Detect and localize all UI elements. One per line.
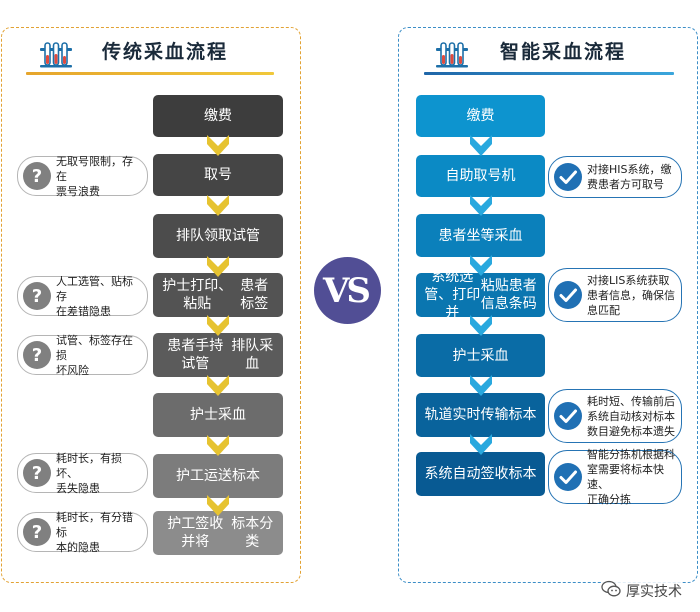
flow-arrow-icon [469,375,493,401]
test-tube-rack-icon [38,41,74,73]
svg-text:?: ? [32,286,42,307]
smart-process-panel [398,27,698,583]
test-tube-rack-icon [434,41,470,73]
right-note-smart-sorter: 智能分拣机根据科 室需要将标本快速、 正确分拣 [548,448,682,506]
right-note-fast-transport: 耗时短、传输前后 系统自动核对标本 数目避免标本遗失 [548,389,682,443]
flow-arrow-icon [469,195,493,221]
smart-process-title: 智能采血流程 [500,41,627,63]
left-note-sorting-error: ? 耗时长，有分错标 本的隐患 [17,511,148,554]
flow-arrow-icon [469,315,493,341]
left-note-number-waste: ? 无取号限制，存在 票号浪费 [17,155,148,198]
title-underline [424,72,674,75]
svg-text:?: ? [32,166,42,187]
wechat-icon [601,580,621,602]
left-step-queue-with-tubes: 患者手持试管 排队采血 [153,333,283,377]
question-icon: ? [22,517,52,547]
flow-arrow-icon [469,255,493,281]
right-step-auto-barcode: 系统选管、打印并 粘贴患者信息条码 [416,269,545,321]
vs-badge: VS [314,257,381,324]
title-underline [26,72,274,75]
traditional-process-title: 传统采血流程 [102,41,229,63]
flow-arrow-icon [206,495,230,521]
right-step-auto-receive: 系统自动签收标本 [416,452,545,496]
question-icon: ? [22,161,52,191]
flow-arrow-icon [206,435,230,461]
flow-arrow-icon [206,195,230,221]
left-note-loss-risk: ? 耗时长，有损坏、 丢失隐患 [17,452,148,495]
right-note-lis-integration: 对接LIS系统获取 患者信息，确保信 息匹配 [548,268,682,322]
svg-text:?: ? [32,463,42,484]
left-step-transport-samples: 护工运送标本 [153,454,283,498]
watermark: 厚实技术 [601,580,682,602]
left-step-queue-for-tubes: 排队领取试管 [153,214,283,258]
flow-arrow-icon [206,135,230,161]
svg-text:?: ? [32,345,42,366]
flow-arrow-icon [206,256,230,282]
left-step-print-labels: 护士打印、粘贴 患者标签 [153,273,283,317]
check-icon [553,162,583,192]
check-icon [553,462,583,492]
flow-arrow-icon [469,135,493,161]
left-step-nurse-draws-blood: 护士采血 [153,393,283,437]
question-icon: ? [22,340,52,370]
traditional-process-panel [1,27,301,583]
right-step-wait-seated: 患者坐等采血 [416,214,545,257]
flow-arrow-icon [206,375,230,401]
left-step-receive-and-sort: 护工签收并将 标本分类 [153,511,283,555]
right-step-track-transport: 轨道实时传输标本 [416,393,545,437]
flow-arrow-icon [206,315,230,341]
right-step-nurse-draws-blood: 护士采血 [416,334,545,377]
right-step-payment: 缴费 [416,95,545,137]
right-step-self-service-kiosk: 自助取号机 [416,155,545,197]
question-icon: ? [22,458,52,488]
check-icon [553,280,583,310]
left-step-payment: 缴费 [153,95,283,137]
flow-arrow-icon [469,434,493,460]
svg-text:?: ? [32,522,42,543]
left-step-take-number: 取号 [153,154,283,196]
question-icon: ? [22,281,52,311]
check-icon [553,401,583,431]
left-note-labeling-error: ? 人工选管、贴标存 在差错隐患 [17,275,148,318]
right-note-his-integration: 对接HIS系统，缴 费患者方可取号 [548,156,682,198]
left-note-damage-risk: ? 试管、标签存在损 坏风险 [17,334,148,377]
